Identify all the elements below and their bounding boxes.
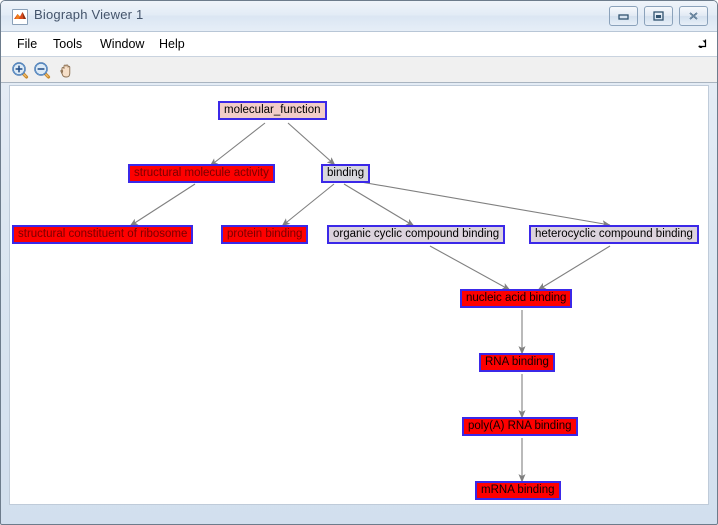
node-molecular-function[interactable]: molecular_function — [218, 101, 327, 120]
edge-hcb-nab — [537, 245, 611, 291]
node-heterocyclic-compound-binding[interactable]: heterocyclic compound binding — [529, 225, 699, 244]
menu-item-file[interactable]: File — [17, 37, 38, 51]
node-polya-rna-binding[interactable]: poly(A) RNA binding — [462, 417, 578, 436]
maximize-icon — [653, 11, 664, 21]
edge-sma-scr — [129, 183, 196, 227]
edge-mf-binding — [287, 122, 336, 166]
graph-edges — [129, 122, 611, 483]
edge-occb-nab — [429, 245, 511, 291]
graph-canvas[interactable]: molecular_function structural molecule a… — [9, 85, 709, 505]
close-button[interactable] — [679, 6, 708, 26]
node-binding[interactable]: binding — [321, 164, 371, 183]
node-structural-constituent-of-ribosome[interactable]: structural constituent of ribosome — [12, 225, 194, 244]
edge-binding-occb — [343, 183, 415, 227]
undock-arrow-icon[interactable] — [695, 37, 709, 51]
minimize-button[interactable] — [609, 6, 638, 26]
minimize-icon — [618, 14, 629, 20]
maximize-button[interactable] — [644, 6, 673, 26]
magnifier-plus-icon[interactable] — [11, 61, 31, 81]
node-rna-binding[interactable]: RNA binding — [479, 353, 555, 372]
node-protein-binding[interactable]: protein binding — [221, 225, 309, 244]
title-bar: Biograph Viewer 1 — [1, 1, 717, 32]
magnifier-minus-icon[interactable] — [33, 61, 53, 81]
edge-binding-pb — [281, 183, 335, 227]
node-mrna-binding[interactable]: mRNA binding — [475, 481, 561, 500]
edge-binding-hcb — [354, 180, 611, 228]
menu-bar: File Tools Window Help — [1, 32, 717, 57]
node-organic-cyclic-compound-binding[interactable]: organic cyclic compound binding — [327, 225, 506, 244]
menu-item-tools[interactable]: Tools — [53, 37, 83, 51]
matlab-logo-icon — [12, 9, 28, 25]
node-nucleic-acid-binding[interactable]: nucleic acid binding — [460, 289, 573, 308]
node-structural-molecule-activity[interactable]: structural molecule activity — [128, 164, 275, 183]
close-icon — [689, 12, 698, 20]
window-title: Biograph Viewer 1 — [34, 7, 144, 22]
menu-item-help[interactable]: Help — [159, 37, 185, 51]
hand-icon[interactable] — [56, 61, 76, 81]
edge-mf-sma — [209, 122, 266, 167]
tool-bar — [1, 57, 717, 83]
menu-item-window[interactable]: Window — [100, 37, 145, 51]
